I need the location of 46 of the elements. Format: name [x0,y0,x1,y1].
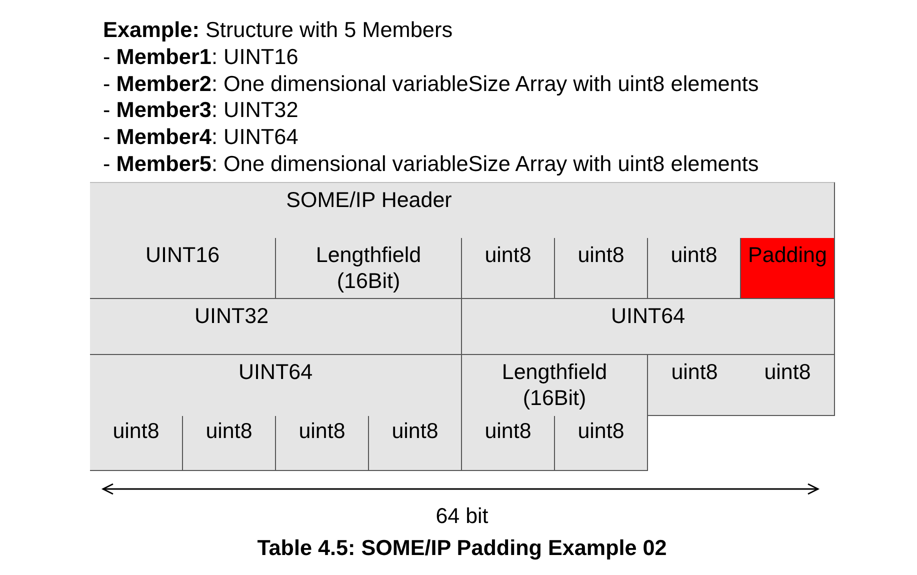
field-label: uint8 [484,242,532,268]
field-label: Padding [748,242,827,268]
field-label: Lengthfield (16Bit) [500,359,608,411]
member-line: - Member5: One dimensional variableSize Array with uint8 elements [103,151,759,178]
table-caption: Table 4.5: SOME/IP Padding Example 02 [256,535,668,561]
field-label: uint8 [112,418,160,444]
example-heading: Example: Structure with 5 Members [103,17,453,44]
field-cell [90,416,183,471]
field-cell [555,416,648,471]
field-cell [648,238,741,299]
field-label: UINT16 [145,242,220,268]
field-cell [276,416,369,471]
member-line: - Member3: UINT32 [103,97,298,124]
field-cell [462,299,835,355]
field-cell [90,355,462,416]
field-label: UINT32 [194,303,269,329]
field-cell [648,355,741,416]
header-band [90,182,835,238]
field-label: uint8 [764,359,811,385]
member-line: - Member1: UINT16 [103,44,298,71]
field-cell [183,416,276,471]
field-label: UINT64 [610,303,686,329]
field-cell [90,238,276,299]
field-label: UINT64 [238,359,313,385]
member-line: - Member2: One dimensional variableSize Array with uint8 elements [103,70,759,98]
member-line: - Member4: UINT64 [103,124,298,151]
field-label: uint8 [484,418,532,444]
field-cell [369,416,462,471]
header-label: SOME/IP Header [286,187,452,213]
field-label: uint8 [392,418,438,444]
field-cell [555,238,648,299]
field-label: uint8 [206,418,252,444]
field-label: uint8 [298,418,346,444]
dimension-label: 64 bit [434,503,490,529]
field-cell [90,299,462,355]
field-cell [462,355,648,416]
field-cell [276,238,462,299]
field-label: Lengthfield (16Bit) [314,242,422,294]
field-label: uint8 [670,242,718,268]
field-cell [462,238,555,299]
field-label: uint8 [578,242,624,268]
field-cell [462,416,555,471]
padding-cell [741,238,835,299]
field-label: uint8 [578,418,624,444]
field-label: uint8 [671,359,718,385]
field-cell [741,355,835,416]
